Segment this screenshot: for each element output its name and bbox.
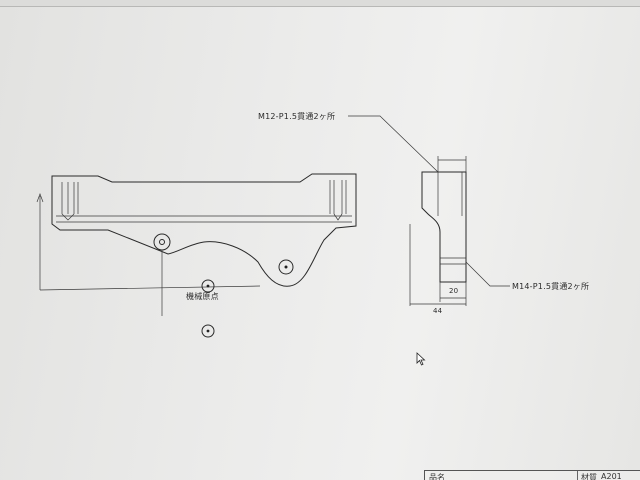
title-block-material-label: 材質 <box>581 473 597 480</box>
title-block-material-value: A201 <box>601 472 622 480</box>
bore-circle-center <box>159 239 165 245</box>
bore-circle-right <box>278 259 294 275</box>
thread-note-bottom: M14-P1.5貫通2ヶ所 <box>512 282 590 291</box>
origin-circle-center <box>206 284 210 288</box>
extra-circle-center <box>206 329 210 333</box>
origin-label: 機械原点 <box>186 292 219 301</box>
bore-right-center <box>284 265 288 269</box>
bore-circle-large <box>153 233 171 251</box>
mouse-pointer-icon <box>416 352 426 366</box>
dim-line-baseline <box>39 285 261 291</box>
title-block-divider <box>577 471 578 480</box>
leader-thread-top <box>348 115 439 173</box>
right-hole-tip <box>333 213 343 221</box>
part-front-outline <box>51 173 357 287</box>
title-block-name-label: 品名 <box>429 473 445 480</box>
left-tapped-hole-section <box>61 182 79 214</box>
right-tapped-hole-section <box>329 180 347 214</box>
origin-circle <box>201 279 215 293</box>
window-top-edge <box>0 0 640 7</box>
extra-circle <box>201 324 215 338</box>
dim-arrow-up <box>36 193 44 203</box>
part-side-outline <box>421 171 467 283</box>
thread-note-top: M12-P1.5貫通2ヶ所 <box>258 112 336 121</box>
leader-thread-bottom <box>465 261 510 287</box>
left-hole-tip <box>61 213 75 221</box>
dimension-44: 44 <box>433 307 443 315</box>
title-block: 品名 材質 A201 <box>424 470 640 480</box>
dimension-20: 20 <box>449 287 459 295</box>
